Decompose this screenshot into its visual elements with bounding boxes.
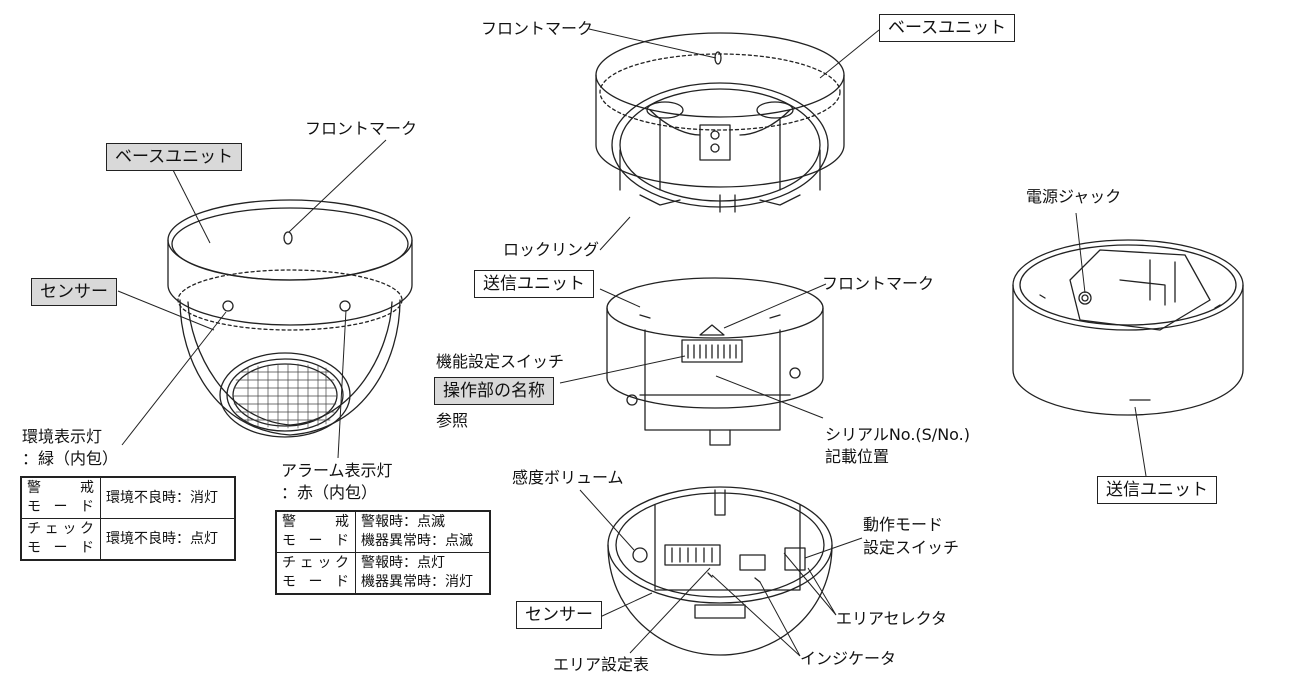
lock-ring-label: ロックリング	[503, 240, 600, 259]
front-mark-label-mid: フロントマーク	[822, 274, 935, 293]
area-selector-label: エリアセレクタ	[836, 609, 948, 628]
alarm-lamp-table: 警戒 モード 警報時：点滅 機器異常時：点滅 チェック モード 警報時：点灯 機…	[275, 510, 491, 595]
mode-cell: 警戒 モード	[275, 510, 356, 553]
indicator-label: インジケータ	[800, 649, 897, 668]
front-mark-label-left: フロントマーク	[305, 119, 418, 138]
state-cell: 環境不良時：点灯	[100, 518, 236, 561]
reference-label: 参照	[436, 411, 469, 430]
mode-cell: チェック モード	[20, 518, 101, 561]
serial-label-2: 記載位置	[825, 447, 890, 466]
transmitter-unit-drawing	[606, 277, 824, 446]
table-row: 警戒 モード 環境不良時：消灯	[20, 476, 236, 519]
power-jack-label: 電源ジャック	[1026, 187, 1122, 206]
front-mark-label-top: フロントマーク	[481, 19, 594, 38]
base-unit-box-left: ベースユニット	[106, 143, 243, 171]
state-cell: 警報時：点灯 機器異常時：消灯	[355, 552, 491, 595]
state-cell: 警報時：点滅 機器異常時：点滅	[355, 510, 491, 553]
table-row: チェック モード 警報時：点灯 機器異常時：消灯	[275, 552, 491, 595]
state-cell: 環境不良時：消灯	[100, 476, 236, 519]
sensor-box-bottom: センサー	[516, 601, 602, 629]
env-lamp-table: 警戒 モード 環境不良時：消灯 チェック モード 環境不良時：点灯	[20, 476, 236, 561]
assembled-detector-drawing	[167, 199, 413, 438]
env-lamp-label-1: 環境表示灯	[22, 427, 103, 446]
transmitter-unit-right-drawing	[1012, 239, 1244, 416]
operation-names-box: 操作部の名称	[434, 377, 554, 405]
table-row: チェック モード 環境不良時：点灯	[20, 518, 236, 561]
table-row: 警戒 モード 警報時：点滅 機器異常時：点滅	[275, 510, 491, 553]
mode-cell: チェック モード	[275, 552, 356, 595]
operation-mode-label-1: 動作モード	[863, 515, 944, 534]
alarm-lamp-label-1: アラーム表示灯	[281, 461, 393, 480]
serial-label-1: シリアルNo.(S/No.)	[825, 425, 970, 444]
alarm-lamp-label-2: ：赤（内包）	[281, 483, 378, 502]
tx-unit-box-center: 送信ユニット	[474, 270, 594, 298]
sensitivity-volume-label: 感度ボリューム	[512, 468, 624, 487]
area-table-label: エリア設定表	[553, 655, 650, 674]
sensor-box-left: センサー	[31, 278, 117, 306]
operation-mode-label-2: 設定スイッチ	[863, 538, 960, 557]
mode-cell: 警戒 モード	[20, 476, 101, 519]
tx-unit-box-right: 送信ユニット	[1097, 476, 1217, 504]
env-lamp-label-2: ：緑（内包）	[22, 449, 119, 468]
sensor-drawing	[607, 486, 833, 656]
function-switch-label: 機能設定スイッチ	[436, 352, 565, 371]
sensor-grille	[233, 363, 337, 429]
leader-lines	[117, 28, 1147, 657]
base-unit-drawing	[595, 32, 845, 213]
base-unit-box-top: ベースユニット	[879, 14, 1016, 42]
